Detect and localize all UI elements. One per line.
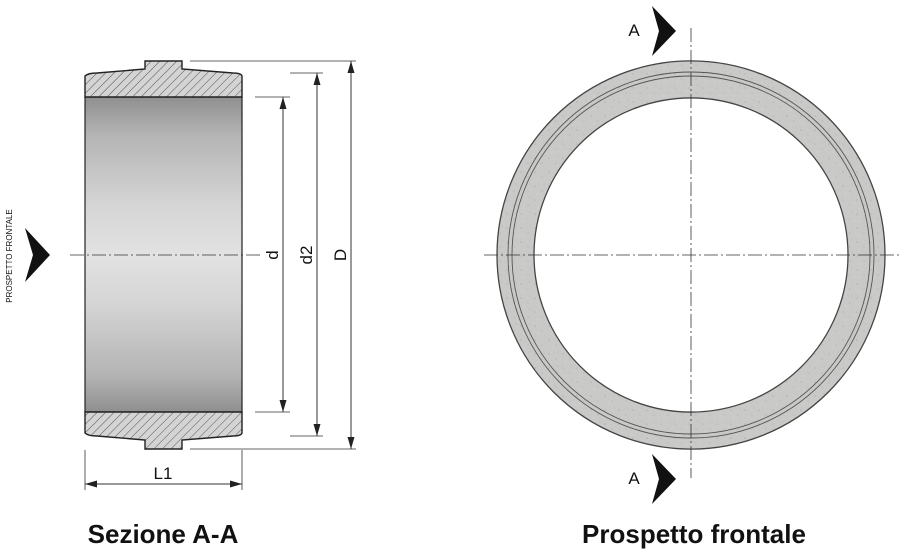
dimension-D: D bbox=[190, 60, 356, 450]
bore-surface bbox=[84, 96, 243, 413]
front-view-title: Prospetto frontale bbox=[582, 519, 806, 549]
section-view-title: Sezione A-A bbox=[88, 519, 239, 549]
dimension-d: d bbox=[255, 96, 290, 413]
section-marker-bottom-label: A bbox=[628, 469, 640, 488]
dimension-d-label: d bbox=[263, 250, 282, 259]
bottom-wall-section bbox=[84, 411, 243, 450]
top-wall-section bbox=[84, 60, 243, 98]
section-marker-top-label: A bbox=[628, 21, 640, 40]
dimension-d2: d2 bbox=[290, 72, 323, 437]
dimension-d2-label: d2 bbox=[297, 246, 316, 265]
view-direction-label: PROSPETTO FRONTALE bbox=[5, 209, 14, 303]
dimension-D-label: D bbox=[331, 249, 350, 261]
front-view: A A Prospetto frontale bbox=[484, 6, 900, 549]
dimension-L1: L1 bbox=[84, 450, 243, 490]
section-arrow-bottom bbox=[652, 454, 676, 504]
dimension-L1-label: L1 bbox=[154, 464, 173, 483]
view-direction-arrow bbox=[25, 228, 50, 282]
section-view: PROSPETTO FRONTALE d d2 D bbox=[5, 60, 356, 549]
section-arrow-top bbox=[652, 6, 676, 56]
